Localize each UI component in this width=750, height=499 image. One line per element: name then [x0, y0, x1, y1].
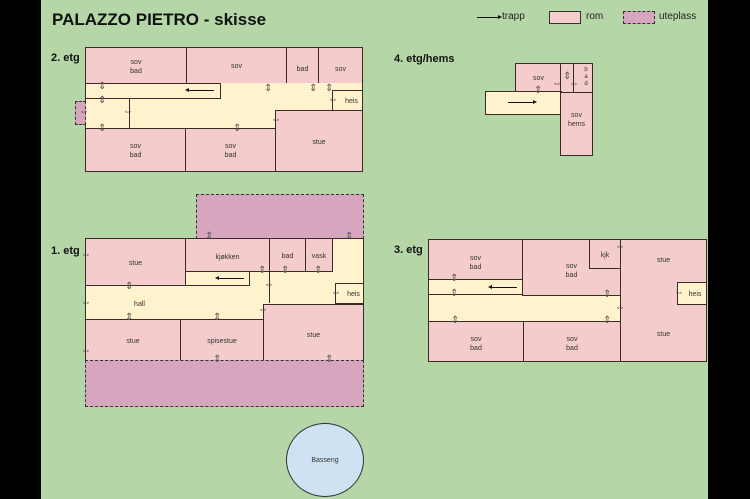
stair-corridor: [85, 83, 221, 99]
floor-label-2-etg: 2. etg: [51, 52, 80, 64]
door-icon: ⇕: [281, 265, 290, 276]
terrace-north: [196, 194, 364, 239]
floor-label-3-etg: 3. etg: [394, 244, 423, 256]
balcony: [75, 101, 86, 125]
legend-trapp-label: trapp: [502, 11, 525, 22]
door-icon: ⇔: [328, 94, 338, 105]
room-heis: heis: [335, 283, 364, 304]
room-spisestue: spisestue: [180, 319, 264, 361]
page-title: PALAZZO PIETRO - skisse: [52, 10, 267, 29]
room-stue: stue: [85, 238, 186, 286]
door-icon: ⇔: [264, 279, 274, 290]
room-sov: sov: [318, 47, 363, 90]
door-icon: ⇔: [271, 114, 281, 125]
door-icon: ⇕: [534, 85, 543, 96]
door-icon: ⇔: [674, 287, 684, 298]
door-icon: ⇔: [79, 106, 89, 117]
room-heis: heis: [677, 282, 707, 305]
stair-corridor: [485, 91, 562, 115]
terrace-south: [85, 360, 364, 407]
pool-basseng: Basseng: [286, 423, 364, 497]
door-icon: ⇔: [331, 287, 341, 298]
door-icon: ⇕: [325, 354, 334, 365]
divider: [269, 271, 270, 303]
door-icon: ⇕: [451, 315, 460, 326]
room-vask: vask: [305, 238, 333, 272]
legend-rom-swatch: [549, 11, 581, 24]
legend-trapp-arrow-icon: [477, 15, 502, 19]
door-icon: ⇔: [123, 106, 133, 117]
room-sov: sov: [186, 47, 287, 84]
stair-arrow-icon: [215, 276, 244, 280]
room-bad: bad: [269, 238, 306, 272]
door-icon: ⇕: [563, 71, 572, 82]
room-stue: stue: [85, 319, 181, 361]
door-icon: ⇕: [233, 123, 242, 134]
door-icon: ⇕: [325, 83, 334, 94]
door-icon: ⇔: [258, 304, 268, 315]
room-sov: sov: [515, 63, 562, 93]
door-icon: ⇔: [81, 297, 91, 308]
door-icon: ⇕: [213, 312, 222, 323]
door-icon: ⇔: [81, 345, 91, 356]
divider: [129, 99, 130, 129]
floor-label-4-etg-hems: 4. etg/hems: [394, 53, 455, 65]
door-icon: ⇔: [552, 78, 562, 89]
room-stue: stue: [275, 110, 363, 172]
floor-label-1-etg: 1. etg: [51, 245, 80, 257]
door-icon: ⇔: [569, 78, 579, 89]
door-icon: ⇕: [603, 289, 612, 300]
room-stue: stue: [263, 304, 364, 361]
door-icon: ⇕: [450, 273, 459, 284]
room-kjokken: kjøkken: [185, 238, 270, 272]
door-icon: ⇔: [615, 302, 625, 313]
door-icon: ⇕: [125, 281, 134, 292]
legend-rom-label: rom: [586, 11, 604, 22]
door-icon: ⇕: [603, 315, 612, 326]
door-icon: ⇕: [205, 231, 214, 242]
door-icon: ⇕: [98, 95, 107, 106]
door-icon: ⇔: [615, 241, 625, 252]
door-icon: ⇕: [309, 83, 318, 94]
door-icon: ⇕: [98, 81, 107, 92]
stair-arrow-icon: [185, 88, 214, 92]
stair-arrow-icon: [508, 100, 537, 104]
door-icon: ⇕: [345, 231, 354, 242]
door-icon: ⇕: [264, 83, 273, 94]
legend-uteplass-label: uteplass: [659, 11, 697, 22]
legend-uteplass-swatch: [623, 11, 655, 24]
pool-label: Basseng: [311, 457, 339, 464]
stair-corridor: [428, 279, 523, 295]
door-icon: ⇕: [125, 312, 134, 323]
door-icon: ⇕: [98, 123, 107, 134]
door-icon: ⇕: [213, 354, 222, 365]
door-icon: ⇕: [258, 265, 267, 276]
door-icon: ⇕: [450, 288, 459, 299]
door-icon: ⇕: [314, 265, 323, 276]
stair-arrow-icon: [488, 285, 517, 289]
door-icon: ⇔: [81, 249, 91, 260]
